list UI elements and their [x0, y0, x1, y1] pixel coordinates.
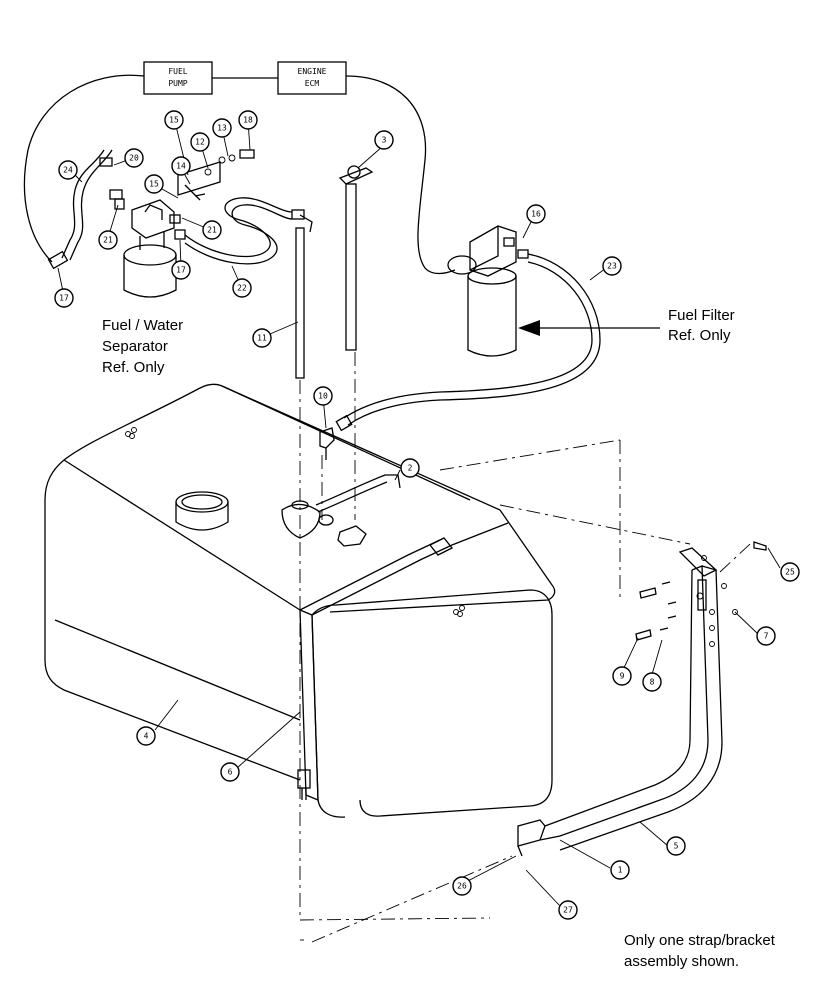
note-assembly: Only one strap/bracket assembly shown. — [624, 932, 776, 970]
callout-26: 26 — [452, 876, 472, 896]
svg-text:4: 4 — [144, 732, 149, 741]
separator-bracket — [177, 149, 255, 201]
svg-text:17: 17 — [59, 294, 69, 303]
svg-text:2: 2 — [408, 464, 413, 473]
callout-leaders — [57, 119, 781, 907]
callout-15-lower: 15 — [144, 174, 164, 194]
svg-text:assembly shown.: assembly shown. — [624, 953, 739, 970]
svg-text:11: 11 — [257, 334, 267, 343]
svg-text:Ref. Only: Ref. Only — [668, 327, 731, 344]
svg-text:15: 15 — [149, 180, 159, 189]
svg-text:Only one strap/bracket: Only one strap/bracket — [624, 932, 776, 949]
callout-4: 4 — [136, 726, 156, 746]
svg-text:7: 7 — [764, 632, 769, 641]
svg-text:22: 22 — [237, 284, 247, 293]
fuel-hose-24 — [47, 149, 113, 270]
fuel-water-separator — [99, 157, 186, 298]
callout-14: 14 — [171, 156, 191, 176]
svg-text:PUMP: PUMP — [168, 79, 187, 88]
svg-text:17: 17 — [176, 266, 186, 275]
bracket-5 — [517, 547, 727, 857]
svg-text:26: 26 — [457, 882, 467, 891]
svg-text:FUEL: FUEL — [168, 67, 187, 76]
svg-text:25: 25 — [785, 568, 795, 577]
fuel-pump-box: FUEL PUMP — [143, 61, 213, 95]
note-fuel-water-separator: Fuel / Water Separator Ref. Only — [102, 317, 183, 376]
svg-text:Fuel Filter: Fuel Filter — [668, 307, 735, 324]
svg-text:20: 20 — [129, 154, 139, 163]
fuel-hose-23 — [335, 253, 601, 432]
callout-8: 8 — [642, 672, 662, 692]
callout-23: 23 — [602, 256, 622, 276]
svg-text:Ref. Only: Ref. Only — [102, 359, 165, 376]
callout-5: 5 — [666, 836, 686, 856]
svg-text:14: 14 — [176, 162, 186, 171]
svg-text:9: 9 — [620, 672, 625, 681]
callout-15-upper: 15 — [164, 110, 184, 130]
callout-17-left: 17 — [54, 288, 74, 308]
callout-24: 24 — [58, 160, 78, 180]
sending-unit-3 — [338, 165, 374, 351]
svg-text:1: 1 — [618, 866, 623, 875]
callout-12: 12 — [190, 132, 210, 152]
callout-9: 9 — [612, 666, 632, 686]
engine-ecm-box: ENGINE ECM — [277, 61, 347, 95]
callout-2: 2 — [400, 458, 420, 478]
svg-text:18: 18 — [243, 116, 253, 125]
svg-text:24: 24 — [63, 166, 73, 175]
svg-text:16: 16 — [531, 210, 541, 219]
callout-25: 25 — [780, 562, 800, 582]
svg-text:21: 21 — [207, 226, 217, 235]
callout-10: 10 — [313, 386, 333, 406]
svg-text:8: 8 — [650, 678, 655, 687]
callout-27: 27 — [558, 900, 578, 920]
svg-text:6: 6 — [228, 768, 233, 777]
svg-text:ENGINE: ENGINE — [298, 67, 327, 76]
callout-16: 16 — [526, 204, 546, 224]
svg-text:27: 27 — [563, 906, 573, 915]
callout-11: 11 — [252, 328, 272, 348]
callout-21-right: 21 — [202, 220, 222, 240]
callout-22: 22 — [232, 278, 252, 298]
callout-18: 18 — [238, 110, 258, 130]
svg-text:Separator: Separator — [102, 338, 168, 355]
bracket-fasteners — [635, 541, 767, 641]
svg-text:5: 5 — [674, 842, 679, 851]
svg-text:Fuel / Water: Fuel / Water — [102, 317, 183, 334]
note-fuel-filter: Fuel Filter Ref. Only — [668, 307, 735, 344]
svg-text:ECM: ECM — [305, 79, 320, 88]
callout-3: 3 — [374, 130, 394, 150]
svg-text:3: 3 — [382, 136, 387, 145]
svg-text:21: 21 — [103, 236, 113, 245]
callout-17-right: 17 — [171, 260, 191, 280]
svg-text:13: 13 — [217, 124, 227, 133]
alignment-lines — [299, 352, 751, 943]
svg-text:15: 15 — [169, 116, 179, 125]
strap-6 — [297, 522, 509, 801]
callout-20: 20 — [124, 148, 144, 168]
strap-2 — [315, 474, 401, 513]
callout-13: 13 — [212, 118, 232, 138]
callout-7: 7 — [756, 626, 776, 646]
fuel-lines-top — [23, 74, 456, 275]
callout-6: 6 — [220, 762, 240, 782]
svg-text:12: 12 — [195, 138, 205, 147]
fuel-hose-22 — [184, 197, 305, 265]
fuel-filter — [447, 225, 529, 357]
fitting-10 — [319, 427, 335, 460]
svg-text:10: 10 — [318, 392, 328, 401]
callout-21-left: 21 — [98, 230, 118, 250]
callout-1: 1 — [610, 860, 630, 880]
fuel-filter-arrow — [518, 320, 660, 336]
pickup-tube-11 — [295, 214, 313, 379]
svg-text:23: 23 — [607, 262, 617, 271]
